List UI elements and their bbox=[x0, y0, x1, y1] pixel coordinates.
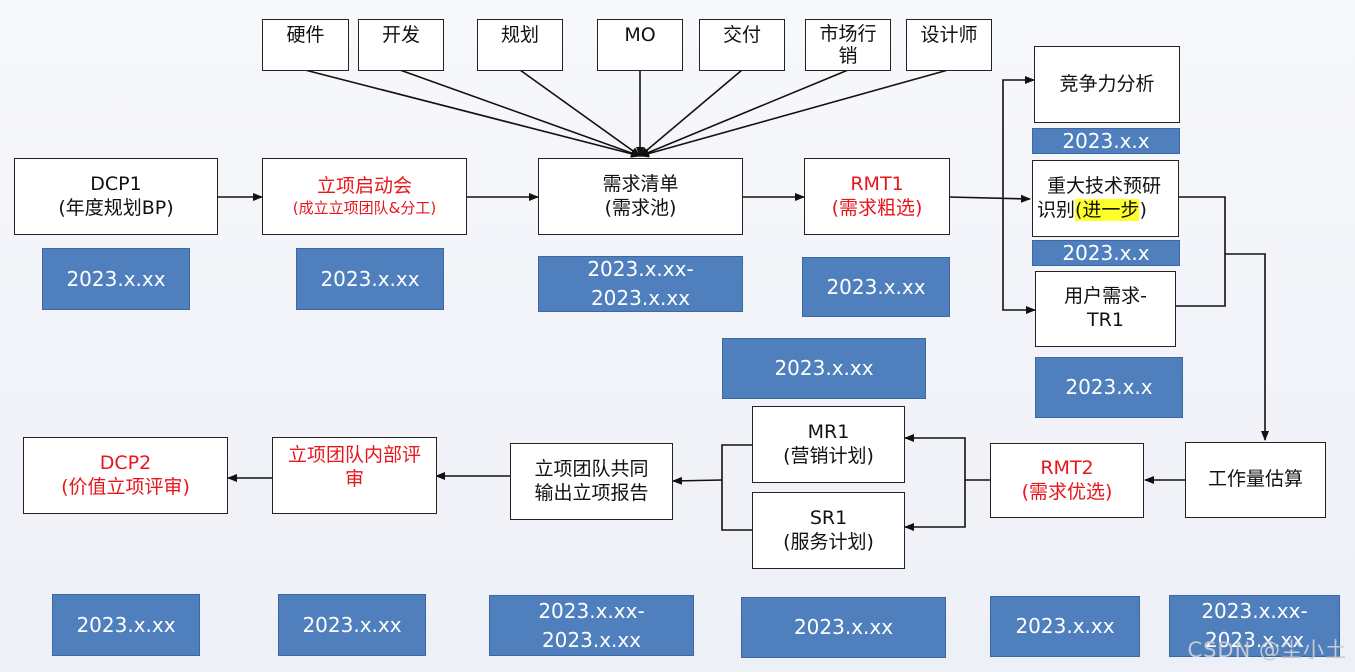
date-requirement-list: 2023.x.xx- 2023.x.xx bbox=[538, 256, 743, 312]
node-kickoff: 立项启动会 (成立立项团队&分工) bbox=[262, 158, 467, 235]
node-workload-estimate: 工作量估算 bbox=[1185, 442, 1326, 518]
date-tech-research: 2023.x.x bbox=[1032, 240, 1180, 266]
merge-mr-sr bbox=[721, 444, 752, 531]
stakeholder-dev: 开发 bbox=[358, 19, 444, 71]
node-dcp1: DCP1 (年度规划BP) bbox=[14, 158, 218, 235]
arrow-rmt2-mr1 bbox=[904, 434, 992, 481]
node-project-report: 立项团队共同 输出立项报告 bbox=[510, 443, 673, 520]
arrow-to-workload bbox=[1225, 253, 1269, 441]
fan-line-dev bbox=[399, 69, 641, 157]
date-workload: 2023.x.xx- 2023.x.xx bbox=[1169, 595, 1340, 657]
watermark: CSDN @尘小土 bbox=[1187, 638, 1347, 662]
node-rmt2: RMT2 (需求优选) bbox=[990, 443, 1144, 518]
node-dcp2: DCP2 (价值立项评审) bbox=[23, 437, 228, 514]
arrow-rmt2-sr1 bbox=[904, 480, 966, 531]
date-mr-sr-bottom: 2023.x.xx bbox=[741, 597, 946, 658]
date-rmt1: 2023.x.xx bbox=[802, 257, 950, 317]
fan-line-hardware bbox=[304, 69, 641, 158]
date-internal-review: 2023.x.xx bbox=[278, 594, 426, 656]
node-internal-review: 立项团队内部评审 bbox=[272, 437, 437, 514]
date-competitive: 2023.x.x bbox=[1032, 128, 1180, 154]
stakeholder-delivery: 交付 bbox=[699, 19, 785, 71]
fan-line-marketing bbox=[639, 69, 849, 157]
node-requirement-list: 需求清单 (需求池) bbox=[538, 158, 743, 235]
node-competitive-analysis: 竞争力分析 bbox=[1034, 46, 1180, 123]
fan-line-designer bbox=[639, 69, 949, 158]
node-mr1: MR1 (营销计划) bbox=[752, 406, 905, 483]
stakeholder-hardware: 硬件 bbox=[262, 19, 349, 71]
node-sr1: SR1 (服务计划) bbox=[752, 492, 905, 569]
node-user-requirement: 用户需求- TR1 bbox=[1035, 271, 1176, 347]
date-dcp2: 2023.x.xx bbox=[52, 594, 200, 656]
stakeholder-marketing: 市场行销 bbox=[805, 19, 891, 71]
merge-tech bbox=[1176, 196, 1226, 307]
date-project-report: 2023.x.xx- 2023.x.xx bbox=[489, 595, 694, 656]
fan-line-plan bbox=[519, 69, 641, 157]
node-tech-research: 重大技术预研 识别(进一步) bbox=[1032, 160, 1179, 237]
date-mr-sr: 2023.x.xx bbox=[722, 338, 926, 399]
date-dcp1: 2023.x.xx bbox=[42, 248, 190, 310]
stakeholder-mo: MO bbox=[597, 19, 683, 71]
arrow-to-report bbox=[672, 476, 723, 485]
date-kickoff: 2023.x.xx bbox=[296, 248, 444, 310]
date-user-requirement: 2023.x.x bbox=[1035, 357, 1183, 418]
arrow-rmt1-competitive bbox=[1002, 76, 1035, 197]
fan-line-delivery bbox=[639, 69, 743, 157]
stakeholder-planning: 规划 bbox=[477, 19, 563, 71]
date-rmt2: 2023.x.xx bbox=[990, 596, 1140, 657]
node-rmt1: RMT1 (需求粗选) bbox=[804, 158, 950, 235]
arrow-rmt1-userreq bbox=[1002, 197, 1036, 314]
arrow-rmt1-tech bbox=[948, 194, 1031, 203]
tech-research-line2: 识别(进一步) bbox=[1037, 198, 1147, 221]
stakeholder-designer: 设计师 bbox=[906, 19, 992, 71]
